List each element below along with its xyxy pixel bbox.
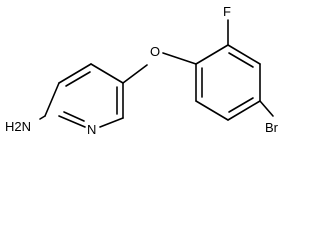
bond-c2p-c3p-inner xyxy=(228,52,254,68)
chemical-structure: H2N N O F Br xyxy=(5,4,279,137)
bond-c5-o xyxy=(122,64,148,84)
bond-c4-c5 xyxy=(90,63,124,84)
bond-c4p-c5p-inner xyxy=(228,97,254,113)
bond-c3-c4-inner xyxy=(65,71,91,87)
phenyl-ring xyxy=(195,44,261,121)
bond-c4p-c5p xyxy=(227,100,261,121)
bond-n1-c2-inner xyxy=(63,111,85,122)
bond-c5p-c6p xyxy=(195,100,229,121)
bond-c2-c3 xyxy=(44,82,60,117)
amine-label: H2N xyxy=(5,119,31,134)
bond-o-c1prime xyxy=(162,52,197,65)
bond-c4p-br xyxy=(259,100,274,117)
bond-c3-c4 xyxy=(58,63,92,84)
ether-oxygen-label: O xyxy=(150,44,160,59)
pyridine-ring xyxy=(44,63,124,128)
ring-nitrogen-label: N xyxy=(87,122,96,137)
bond-c1p-c2p xyxy=(195,44,229,65)
bond-c2-nh2 xyxy=(39,115,46,120)
bromine-label: Br xyxy=(265,120,279,135)
bond-n1-c2 xyxy=(58,115,86,128)
bond-c6-n1 xyxy=(99,117,124,128)
bond-c2p-c3p xyxy=(227,44,261,65)
fluorine-label: F xyxy=(223,4,231,19)
